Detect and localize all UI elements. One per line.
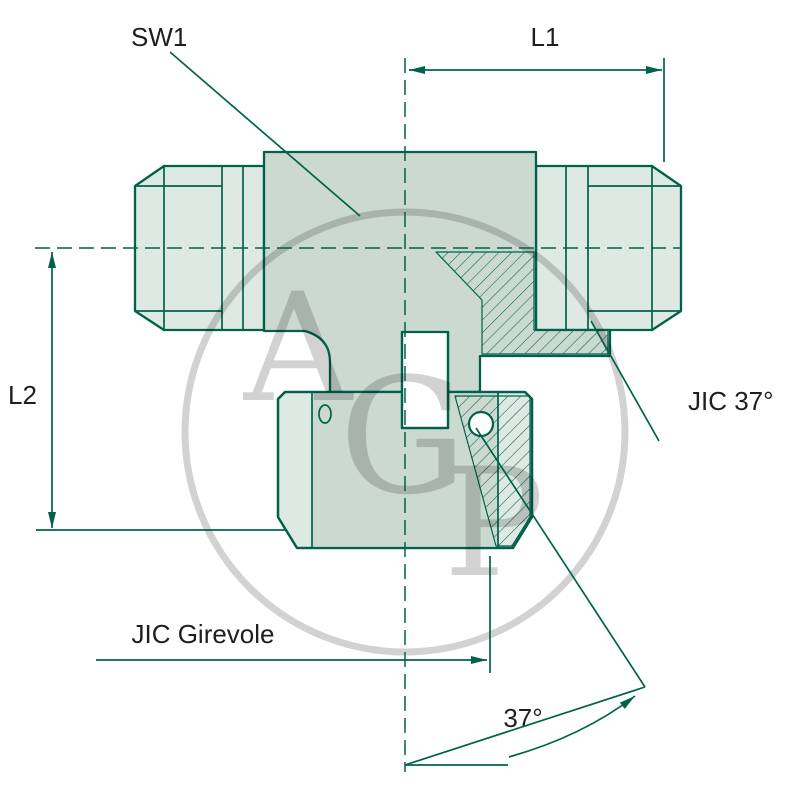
sw1-label: SW1: [131, 22, 187, 52]
l2-label: L2: [8, 380, 37, 410]
nut-outline: [276, 390, 534, 550]
dimension-annotations: SW1 L1 L2 JIC 37° JIC Girevole 37°: [8, 22, 774, 766]
watermark-letter-a: A: [243, 262, 354, 436]
watermark-letter-p: P: [444, 437, 545, 611]
bore-outline: [400, 332, 450, 430]
angle-37-ray: [404, 686, 646, 766]
nut-pin-hole: [318, 404, 332, 424]
jic-37-leader-line: [590, 320, 660, 442]
centerlines: [35, 58, 682, 772]
watermark-letter-g: G: [339, 343, 467, 530]
jic-37-label: JIC 37°: [688, 386, 774, 416]
sw1-leader-line: [169, 51, 361, 217]
angle-37-seat-leader: [475, 427, 646, 688]
l1-label: L1: [531, 22, 560, 52]
swivel-ball: [467, 410, 495, 438]
angle-37-arc: [508, 695, 636, 758]
watermark: A G P: [181, 208, 629, 656]
angle-37-label: 37°: [503, 703, 542, 733]
jic-girevole-label: JIC Girevole: [131, 619, 274, 649]
